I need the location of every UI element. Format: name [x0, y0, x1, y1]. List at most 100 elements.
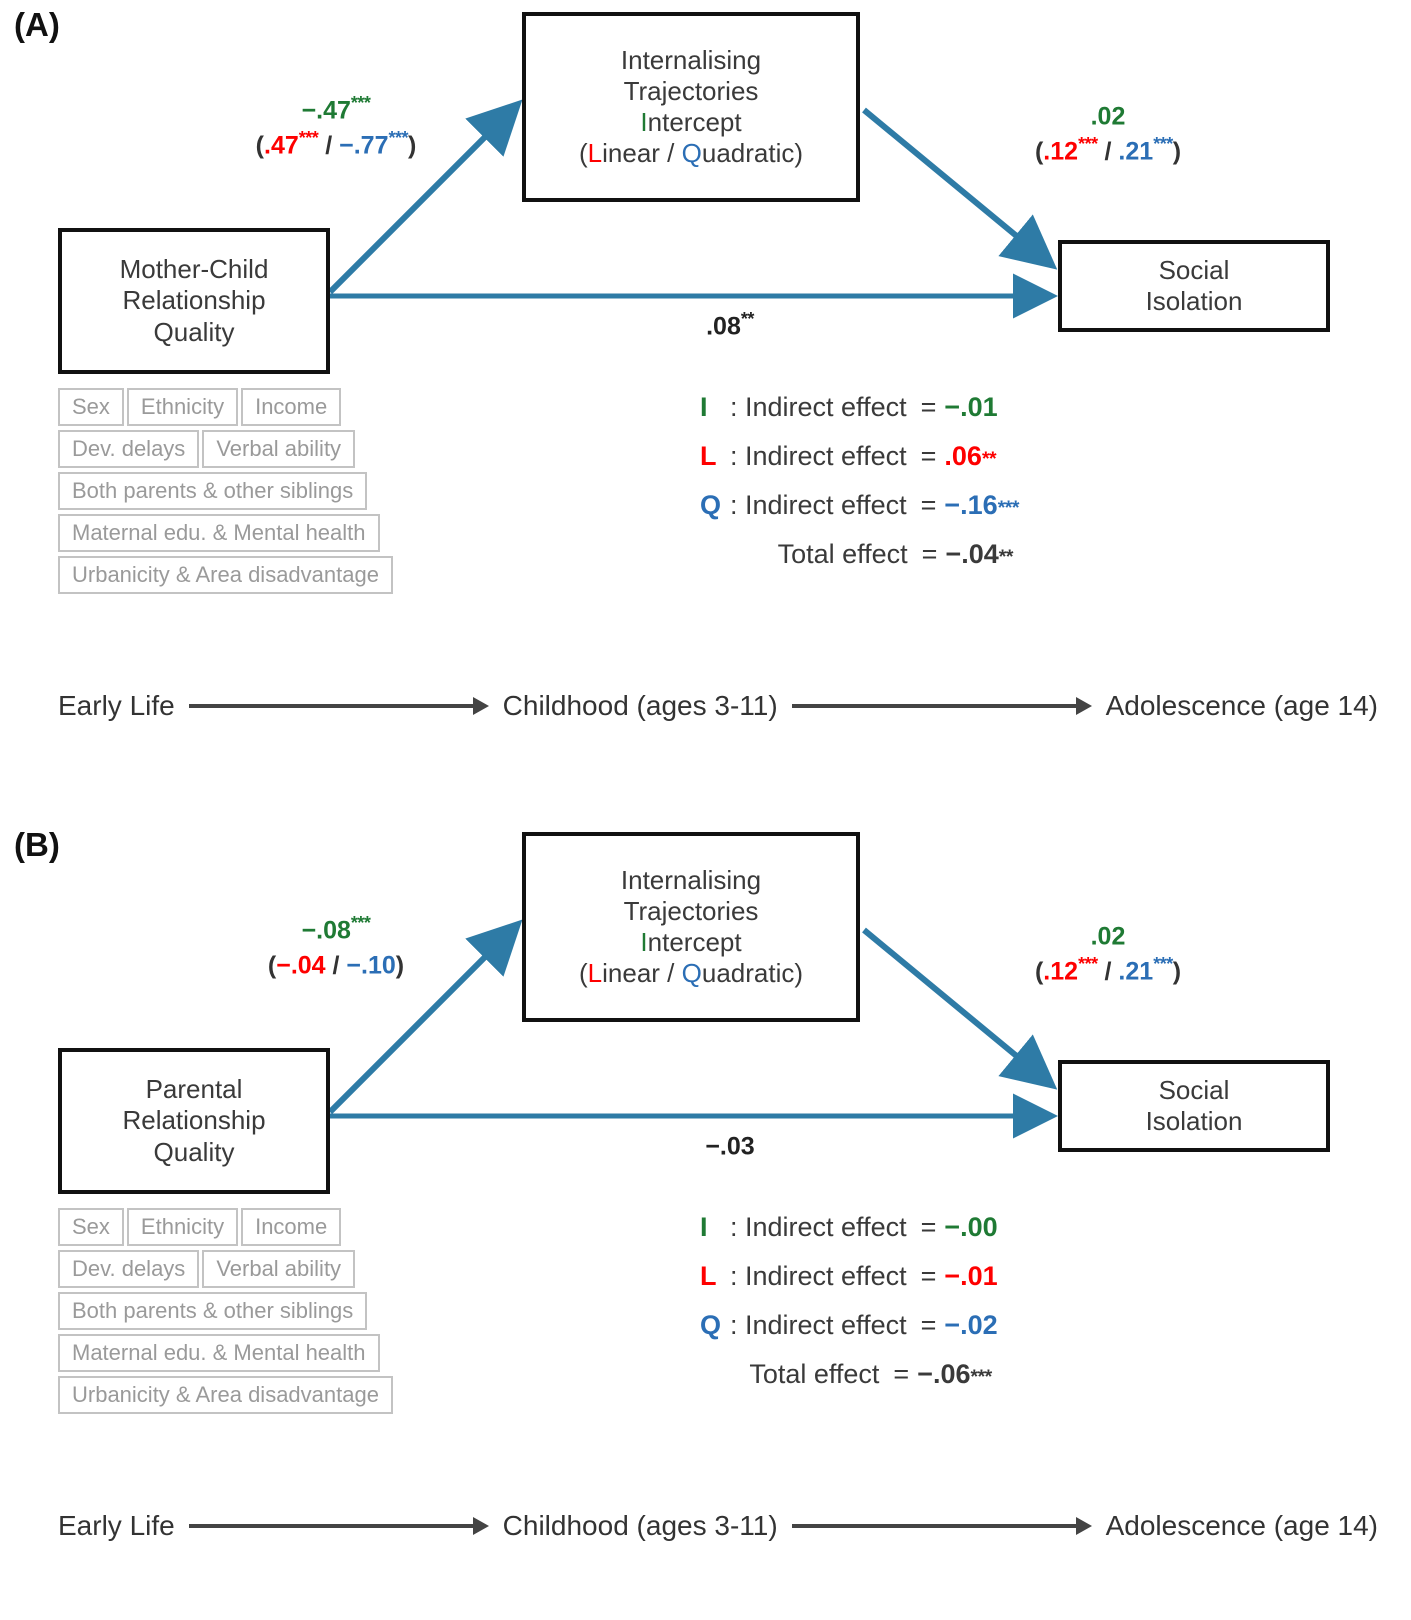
effect-label-total: Total effect — [749, 1359, 880, 1389]
covariate-box: Both parents & other siblings — [58, 472, 368, 510]
node-predictor-line3: Quality — [153, 1136, 235, 1167]
b-path-intercept: .02 — [948, 918, 1268, 953]
effect-value-total: −.06 — [917, 1359, 971, 1389]
a-path-intercept-value: −.47 — [301, 96, 351, 125]
node-outcome-line2: Isolation — [1145, 1106, 1243, 1136]
timeline-childhood: Childhood (ages 3-11) — [502, 690, 778, 721]
node-mediator-line1: Internalising — [620, 864, 762, 895]
edge-label-b-path: .02 (.12*** / .21***) — [948, 918, 1268, 987]
covariate-row: Urbanicity & Area disadvantage — [58, 1376, 393, 1414]
covariate-box: Ethnicity — [126, 388, 239, 426]
a-path-linear-quadratic: (.47*** / −.77***) — [255, 127, 417, 159]
covariate-box: Dev. delays — [58, 1250, 200, 1288]
covariate-row: Both parents & other siblings — [58, 472, 393, 510]
path-predictor-to-mediator — [327, 919, 523, 1115]
mediator-intercept-rest: ntercept — [647, 927, 742, 957]
node-predictor-line2: Relationship — [122, 285, 266, 316]
effect-value-linear: .06 — [944, 441, 982, 471]
b-path-quadratic-value: .21 — [1118, 136, 1154, 165]
a-path-linear-value: −.04 — [276, 950, 326, 979]
b-path-linear-stars: *** — [1078, 133, 1098, 154]
effect-value-intercept: −.00 — [944, 1212, 998, 1242]
effect-equals: = — [921, 539, 938, 569]
effect-equals: = — [893, 1359, 910, 1389]
edge-label-direct-effect: .08** — [640, 308, 820, 343]
mediator-intercept-rest: ntercept — [647, 107, 742, 137]
effects-legend: I : Indirect effect = −.01 L : Indirect … — [700, 392, 1019, 588]
effect-value-quadratic: −.16 — [944, 490, 998, 520]
a-path-intercept: −.47*** — [176, 92, 496, 127]
effect-stars-total: ** — [998, 546, 1014, 568]
b-path-linear-value: .12 — [1043, 956, 1079, 985]
panel-b: (B) Parental Relationship Quality Intern… — [0, 820, 1411, 1620]
a-path-intercept-stars: *** — [350, 913, 371, 933]
effect-equals: = — [920, 1212, 937, 1242]
covariate-box: Both parents & other siblings — [58, 1292, 368, 1330]
node-mediator: Internalising Trajectories Intercept (Li… — [522, 832, 860, 1022]
timeline: Early Life Childhood (ages 3-11) Adolesc… — [58, 690, 1378, 722]
node-predictor-line3: Quality — [153, 316, 235, 347]
effect-key-linear: L — [700, 1261, 717, 1291]
timeline-arrow-icon — [791, 696, 1092, 716]
edge-label-direct-effect: −.03 — [640, 1128, 820, 1163]
node-mediator-line3: Intercept — [640, 107, 741, 138]
b-path-quadratic-stars: *** — [1153, 133, 1173, 154]
covariate-box: Urbanicity & Area disadvantage — [58, 556, 393, 594]
effect-label-linear: : Indirect effect — [730, 441, 907, 471]
panel-a-label: (A) — [14, 6, 60, 43]
b-path-linear-quadratic: (.12*** / .21***) — [1034, 133, 1182, 165]
effect-label-linear: : Indirect effect — [730, 1261, 907, 1291]
node-outcome-line1: Social — [1158, 254, 1230, 285]
effect-value-intercept: −.01 — [944, 392, 998, 422]
effect-stars-total: *** — [970, 1366, 993, 1388]
node-predictor-line1: Parental — [145, 1074, 243, 1105]
timeline-adolescence: Adolescence (age 14) — [1105, 690, 1379, 721]
covariate-row: Sex Ethnicity Income — [58, 388, 393, 426]
path-mediator-to-outcome — [862, 107, 1058, 270]
mediator-linear-rest: inear / — [602, 138, 682, 169]
panel-a: (A) Mother-Child Relationship Quality In… — [0, 0, 1411, 800]
a-path-intercept-stars: *** — [350, 93, 371, 113]
a-path-quadratic-stars: *** — [388, 127, 408, 148]
effect-label-intercept: : Indirect effect — [730, 1212, 907, 1242]
covariate-box: Maternal edu. & Mental health — [58, 514, 380, 552]
node-mediator-line2: Trajectories — [623, 895, 759, 926]
covariate-row: Urbanicity & Area disadvantage — [58, 556, 393, 594]
effect-row-quadratic: Q : Indirect effect = −.16*** — [700, 490, 1019, 521]
covariate-box: Income — [241, 1208, 342, 1246]
b-path-linear-quadratic: (.12*** / .21***) — [1034, 953, 1182, 985]
covariate-box: Maternal edu. & Mental health — [58, 1334, 380, 1372]
effect-stars-quadratic: *** — [997, 497, 1020, 519]
panel-b-label: (B) — [14, 826, 60, 863]
effect-key-quadratic: Q — [700, 490, 722, 520]
mediator-quadratic-initial: Q — [681, 958, 702, 989]
node-mediator-line4: (Linear / Quadratic) — [579, 138, 803, 169]
timeline-early-life: Early Life — [58, 690, 175, 721]
node-mediator-line4: (Linear / Quadratic) — [579, 958, 803, 989]
node-outcome-line1: Social — [1158, 1074, 1230, 1105]
edge-label-a-path: −.08*** (−.04 / −.10) — [176, 912, 496, 981]
b-path-intercept-value: .02 — [1090, 922, 1126, 951]
covariate-row: Both parents & other siblings — [58, 1292, 393, 1330]
b-path-intercept-value: .02 — [1090, 102, 1126, 131]
covariate-box: Verbal ability — [202, 430, 356, 468]
a-path-intercept: −.08*** — [176, 912, 496, 947]
effect-key-intercept: I — [700, 1212, 708, 1242]
b-path-quadratic-value: .21 — [1118, 956, 1154, 985]
effect-label-total: Total effect — [777, 539, 908, 569]
covariate-box: Sex — [58, 1208, 124, 1246]
effect-row-total: Total effect = −.06*** — [700, 1359, 998, 1390]
node-outcome: Social Isolation — [1058, 240, 1330, 332]
timeline-early-life: Early Life — [58, 1510, 175, 1541]
node-predictor-line2: Relationship — [122, 1105, 266, 1136]
node-mediator-line1: Internalising — [620, 44, 762, 75]
a-path-linear-quadratic: (−.04 / −.10) — [267, 950, 405, 979]
edge-label-b-path: .02 (.12*** / .21***) — [948, 98, 1268, 167]
timeline: Early Life Childhood (ages 3-11) Adolesc… — [58, 1510, 1378, 1542]
covariate-row: Maternal edu. & Mental health — [58, 514, 393, 552]
node-mediator-line3: Intercept — [640, 927, 741, 958]
effect-row-linear: L : Indirect effect = .06** — [700, 441, 1019, 472]
timeline-arrow-icon — [188, 1516, 489, 1536]
covariates-stack: Sex Ethnicity Income Dev. delays Verbal … — [58, 388, 393, 598]
timeline-arrow-icon — [791, 1516, 1092, 1536]
